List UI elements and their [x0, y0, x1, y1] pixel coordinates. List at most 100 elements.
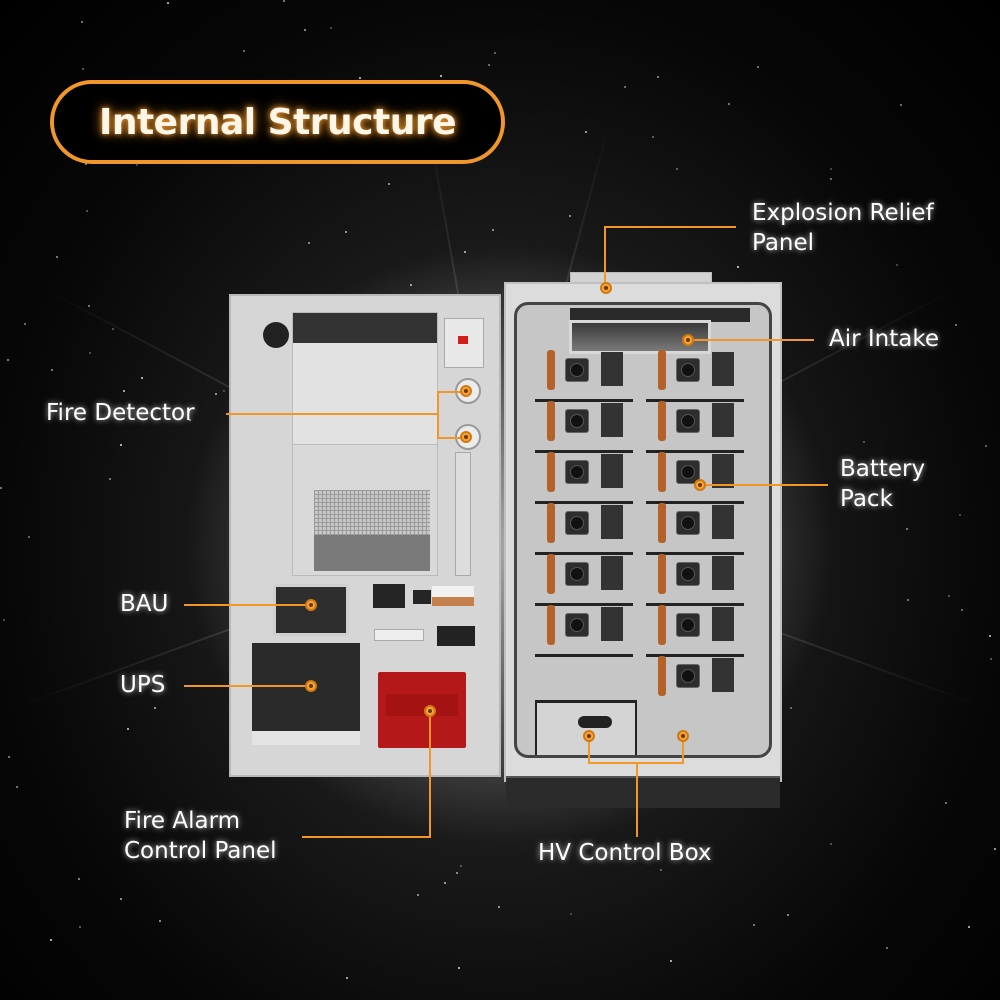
exhaust-fan-icon: [263, 322, 289, 348]
star: [127, 728, 129, 730]
module-rail: [535, 450, 633, 453]
star: [888, 344, 890, 346]
battery-cable: [658, 605, 666, 645]
callout-dot-explosion-relief: [600, 282, 612, 294]
label-explosion-relief-panel: Explosion Relief Panel: [752, 200, 934, 256]
battery-module-fan-icon: [676, 664, 700, 688]
star: [304, 29, 306, 31]
callout-line-fire-detector: [226, 413, 438, 415]
battery-cable: [547, 554, 555, 594]
callout-line-ups: [184, 685, 311, 687]
module-rail: [646, 501, 744, 504]
battery-module-connector: [712, 505, 734, 539]
battery-cable: [658, 401, 666, 441]
battery-module-connector: [712, 658, 734, 692]
star: [959, 514, 961, 516]
star: [498, 906, 500, 908]
star: [906, 528, 908, 530]
emergency-stop-switch: [444, 318, 484, 368]
battery-module-connector: [601, 403, 623, 437]
battery-cable: [547, 605, 555, 645]
star: [884, 470, 886, 472]
star: [8, 756, 10, 758]
battery-module-fan-icon: [565, 358, 589, 382]
star: [308, 242, 310, 244]
air-conditioner-unit: [292, 312, 438, 446]
module-rail: [535, 552, 633, 555]
star: [830, 843, 832, 845]
star: [345, 231, 347, 233]
callout-line-fire-detector-top: [437, 391, 465, 393]
callout-line-fire-detector-bottom: [437, 437, 465, 439]
battery-module-connector: [712, 556, 734, 590]
callout-line-fire-detector-v: [437, 391, 439, 438]
label-ups: UPS: [120, 672, 166, 698]
callout-dot-battery-pack: [694, 479, 706, 491]
battery-module-fan-icon: [565, 460, 589, 484]
battery-module-fan-icon: [565, 613, 589, 637]
battery-cable: [658, 452, 666, 492]
star: [961, 609, 963, 611]
star: [0, 487, 2, 489]
star: [28, 536, 30, 538]
aerosol-pipe: [455, 452, 471, 576]
star: [955, 324, 957, 326]
battery-module-connector: [601, 352, 623, 386]
star: [346, 977, 348, 979]
star: [456, 872, 458, 874]
star: [82, 68, 84, 70]
cabinet-base: [506, 776, 780, 808]
star: [50, 939, 52, 941]
star: [757, 66, 759, 68]
star: [753, 924, 755, 926]
module-rail: [646, 552, 744, 555]
star: [945, 802, 947, 804]
battery-module-fan-icon: [676, 511, 700, 535]
battery-module-connector: [712, 607, 734, 641]
star: [136, 164, 138, 166]
star: [16, 786, 18, 788]
battery-cable: [658, 350, 666, 390]
callout-dot-ups: [305, 680, 317, 692]
star: [624, 86, 626, 88]
battery-module-connector: [712, 454, 734, 488]
battery-cable: [658, 503, 666, 543]
star: [907, 599, 909, 601]
callout-dot-fire-detector-1: [460, 385, 472, 397]
hv-switch-handle: [578, 716, 612, 728]
callout-line-explosion-relief-v: [604, 226, 606, 286]
callout-line-facp-h: [302, 836, 431, 838]
star: [56, 256, 58, 258]
page-title: Internal Structure: [98, 101, 457, 143]
star: [830, 168, 832, 170]
busbar: [374, 629, 424, 641]
callout-line-hv-left: [588, 736, 590, 763]
battery-module-fan-icon: [565, 409, 589, 433]
label-fire-alarm-control-panel: Fire Alarm Control Panel: [124, 808, 277, 864]
star: [492, 229, 494, 231]
label-bau: BAU: [120, 591, 169, 617]
circuit-breaker: [373, 584, 405, 608]
battery-module-fan-icon: [565, 562, 589, 586]
star: [460, 865, 462, 867]
star: [109, 478, 111, 480]
battery-module-fan-icon: [676, 460, 700, 484]
battery-module-fan-icon: [565, 511, 589, 535]
battery-module-connector: [712, 352, 734, 386]
fire-alarm-control-panel-unit: [378, 672, 466, 748]
star: [112, 328, 114, 330]
star: [989, 635, 991, 637]
star: [440, 75, 442, 77]
module-rail: [646, 603, 744, 606]
battery-module-fan-icon: [676, 358, 700, 382]
module-rail: [646, 450, 744, 453]
battery-module-connector: [601, 505, 623, 539]
star: [585, 131, 587, 133]
callout-line-facp-v: [429, 711, 431, 838]
star: [896, 264, 898, 266]
star: [787, 914, 789, 916]
callout-line-explosion-relief: [604, 226, 736, 228]
star: [494, 52, 496, 54]
star: [86, 210, 88, 212]
battery-module-fan-icon: [676, 409, 700, 433]
